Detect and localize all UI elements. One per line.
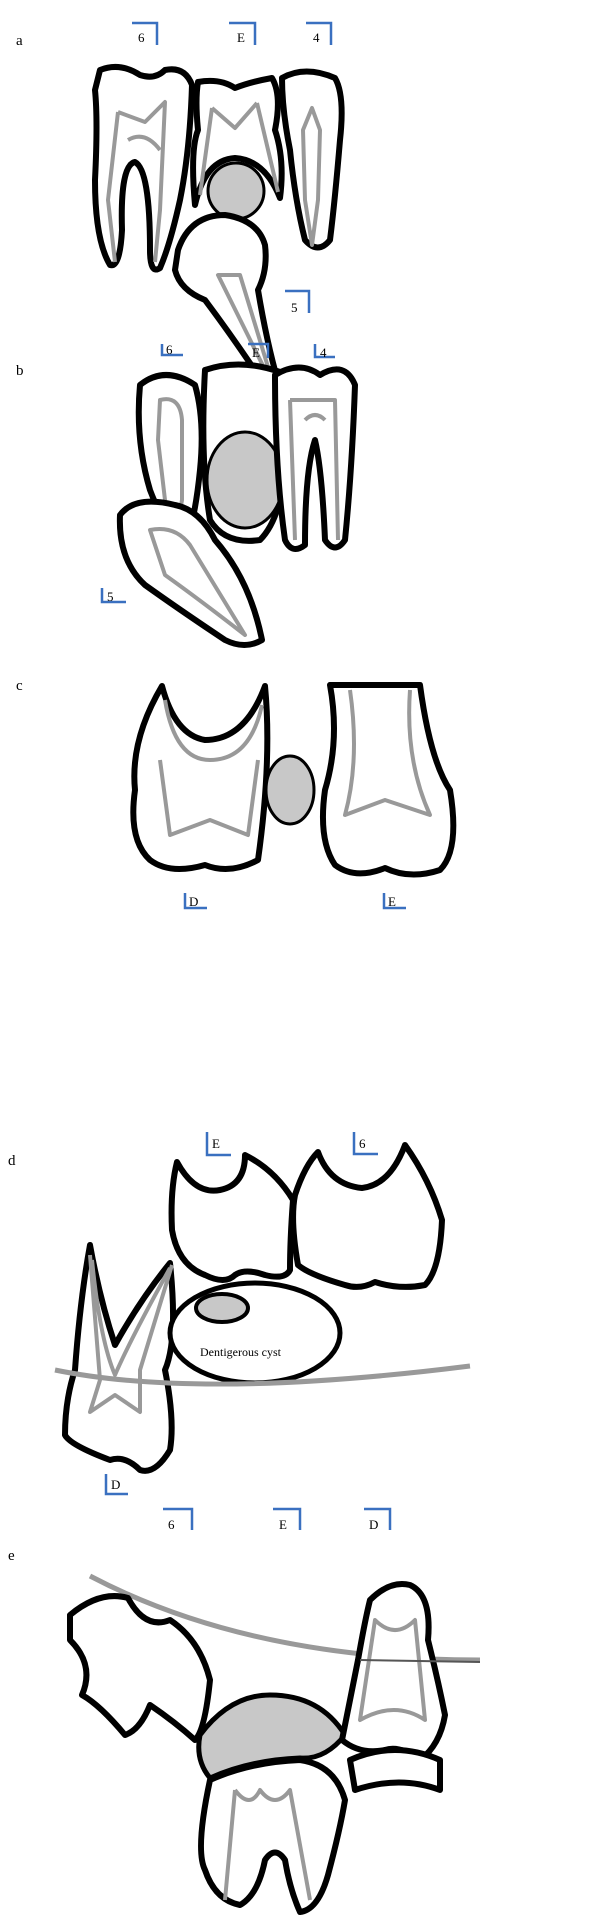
tooth-bracket (229, 21, 257, 45)
tooth-label: 6 (359, 1136, 366, 1151)
tooth-label: 5 (291, 300, 298, 315)
tooth-bracket (163, 1507, 194, 1530)
tooth-below (198, 1757, 348, 1915)
tooth-4 (272, 364, 358, 552)
tooth-bracket (160, 344, 183, 357)
pulp (106, 100, 167, 263)
panel-a: a 6 E 4 5 (16, 21, 345, 400)
tooth-bracket (313, 344, 335, 359)
pulp (288, 398, 340, 541)
tooth-label: 6 (166, 342, 173, 357)
tooth-bracket (205, 1132, 231, 1157)
pulp (216, 273, 277, 392)
tooth-6 (290, 1142, 445, 1290)
tooth-label: E (212, 1136, 220, 1151)
tooth-bracket (382, 893, 406, 910)
cyst (206, 161, 266, 221)
tooth-label: 4 (320, 345, 327, 360)
tooth-label: E (252, 345, 260, 360)
tooth-D (62, 1242, 177, 1474)
pulp (198, 101, 280, 196)
tooth-label: E (388, 894, 396, 909)
tooth-bracket (183, 893, 207, 910)
tooth-bracket (273, 1507, 302, 1530)
panel-c: c D E (16, 678, 457, 910)
pulp (223, 1788, 312, 1901)
tooth-bracket (100, 588, 126, 604)
tooth-bracket (104, 1474, 128, 1496)
tooth-bracket (352, 1132, 378, 1156)
panel-b: b 6 E 4 5 (16, 342, 358, 648)
tooth-6 (67, 1593, 213, 1743)
cyst (205, 430, 285, 530)
panel-label: a (16, 33, 23, 49)
tooth-label: 4 (313, 30, 320, 45)
pulp (358, 1618, 427, 1722)
panel-label: b (16, 363, 24, 379)
pulp (301, 106, 322, 247)
tooth-4 (279, 68, 345, 251)
pulp (158, 699, 264, 837)
tooth-bracket (285, 289, 311, 313)
tooth-label: 5 (107, 589, 114, 604)
tooth-D (339, 1581, 448, 1763)
tooth-label: E (279, 1517, 287, 1532)
tooth-D (130, 683, 271, 872)
cyst (264, 754, 316, 826)
panel-label: e (8, 1548, 15, 1564)
tooth-label: D (369, 1517, 378, 1532)
tooth-label: D (189, 894, 198, 909)
tooth-E (168, 1152, 296, 1283)
tooth-bracket (364, 1507, 392, 1530)
tooth-bracket (132, 21, 159, 45)
tooth-5 (116, 498, 265, 648)
tooth-bracket (248, 342, 270, 358)
tooth-label: E (237, 30, 245, 45)
cyst-annotation: Dentigerous cyst (200, 1345, 282, 1359)
panel-e: e 6 E D (8, 1507, 481, 1915)
panel-label: c (16, 678, 23, 694)
dentigerous-cyst (167, 1280, 343, 1386)
tooth-bracket (306, 21, 333, 45)
tooth-6 (92, 63, 195, 273)
pulp (343, 689, 432, 817)
reference-line (54, 1363, 471, 1387)
tooth-label: D (111, 1477, 120, 1492)
reference-line-end (359, 1659, 481, 1663)
embedded-tooth-bud (194, 1292, 250, 1324)
tooth-E (320, 682, 457, 878)
panel-label: d (8, 1153, 16, 1169)
pulp (88, 1254, 174, 1414)
pulp (148, 527, 247, 637)
tooth-label: 6 (168, 1517, 175, 1532)
tooth-D-successor (347, 1747, 443, 1793)
panel-d: d E 6 Dentigerous cyst D (8, 1132, 471, 1496)
tooth-label: 6 (138, 30, 145, 45)
